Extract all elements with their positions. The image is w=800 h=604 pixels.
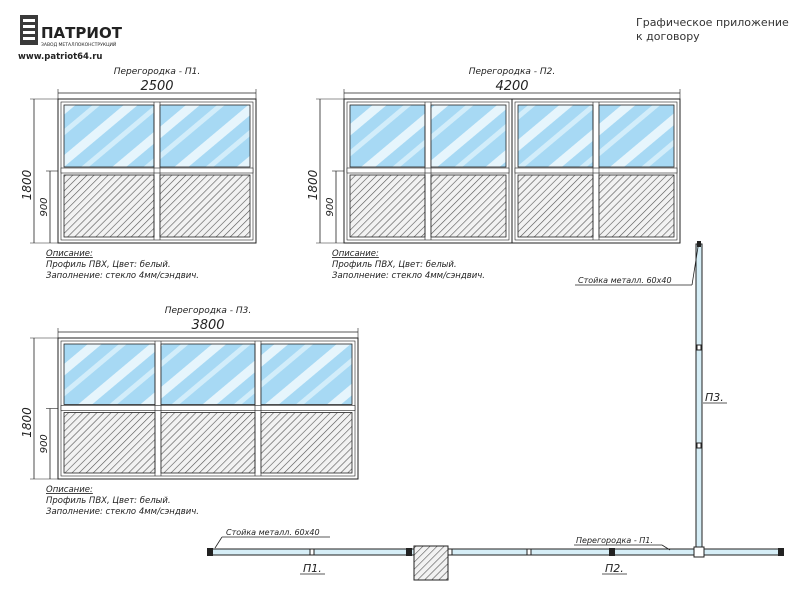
lower-height-dimension: 900 bbox=[325, 197, 336, 216]
description-line: Профиль ПВХ, Цвет: белый. bbox=[332, 260, 457, 270]
glass-pane bbox=[159, 104, 251, 168]
sandwich-panel bbox=[63, 412, 156, 474]
sandwich-panel bbox=[159, 174, 251, 238]
logo: ПАТРИОТ ЗАВОД МЕТАЛЛОКОНСТРУКЦИЙ bbox=[20, 15, 123, 48]
partition-title: Перегородка - П1. bbox=[114, 67, 201, 77]
frame-transom bbox=[346, 167, 510, 174]
glass-pane bbox=[63, 343, 156, 405]
glass-pane bbox=[430, 104, 507, 168]
p1-note: Перегородка - П1. bbox=[576, 536, 653, 545]
plan-label-p1: П1. bbox=[303, 562, 322, 575]
height-dimension: 1800 bbox=[20, 407, 34, 438]
sandwich-panel bbox=[517, 174, 594, 238]
description-line: Профиль ПВХ, Цвет: белый. bbox=[46, 260, 171, 270]
partition-p1: Перегородка - П1. 2500 1800 900Описание:Про… bbox=[20, 67, 257, 281]
lower-height-dimension: 900 bbox=[39, 197, 50, 216]
sandwich-panel bbox=[260, 412, 353, 474]
appendix-line-1: Графическое приложение bbox=[636, 16, 789, 29]
lower-height-dimension: 900 bbox=[39, 434, 50, 453]
description-title: Описание: bbox=[46, 249, 93, 259]
post-marker bbox=[696, 442, 702, 449]
appendix-line-2: к договору bbox=[636, 30, 700, 43]
logo-name: ПАТРИОТ bbox=[41, 24, 123, 42]
post-marker bbox=[696, 344, 702, 351]
glass-pane bbox=[598, 104, 675, 168]
post-label-bottom: Стойка металл. 60х40 bbox=[226, 528, 320, 537]
post-marker bbox=[447, 548, 453, 556]
description-title: Описание: bbox=[46, 485, 93, 495]
sandwich-panel bbox=[598, 174, 675, 238]
post-marker bbox=[778, 548, 784, 556]
height-dimension: 1800 bbox=[306, 169, 320, 200]
height-dimension: 1800 bbox=[20, 169, 34, 200]
plan-wall-vertical bbox=[695, 243, 703, 553]
frame-transom bbox=[60, 405, 356, 411]
glass-pane bbox=[63, 104, 155, 168]
width-dimension: 2500 bbox=[140, 79, 173, 94]
plan-label-p3: П3. bbox=[705, 391, 724, 404]
plan-column bbox=[413, 545, 449, 581]
description-line: Профиль ПВХ, Цвет: белый. bbox=[46, 496, 171, 506]
glass-pane bbox=[349, 104, 426, 168]
width-dimension: 3800 bbox=[191, 318, 224, 333]
frame-transom bbox=[60, 167, 254, 174]
glass-pane bbox=[260, 343, 353, 405]
partition-title: Перегородка - П3. bbox=[165, 306, 252, 316]
plan-label-p2: П2. bbox=[605, 562, 624, 575]
frame-transom bbox=[514, 167, 678, 174]
sandwich-panel bbox=[63, 174, 155, 238]
post-marker bbox=[697, 241, 701, 247]
description-line: Заполнение: стекло 4мм/сэндвич. bbox=[46, 507, 199, 517]
description-line: Заполнение: стекло 4мм/сэндвич. bbox=[332, 271, 485, 281]
logo-tagline: ЗАВОД МЕТАЛЛОКОНСТРУКЦИЙ bbox=[41, 41, 116, 48]
website-text: www.patriot64.ru bbox=[18, 52, 102, 62]
post-marker bbox=[609, 548, 615, 556]
glass-pane bbox=[517, 104, 594, 168]
width-dimension: 4200 bbox=[495, 79, 528, 94]
post-marker bbox=[526, 548, 532, 556]
post-marker bbox=[207, 548, 213, 556]
sandwich-panel bbox=[430, 174, 507, 238]
post-marker bbox=[693, 546, 705, 558]
plan-posts bbox=[207, 241, 784, 558]
partition-title: Перегородка - П2. bbox=[469, 67, 556, 77]
description-line: Заполнение: стекло 4мм/сэндвич. bbox=[46, 271, 199, 281]
post-marker bbox=[406, 548, 412, 556]
floor-plan: Стойка металл. 60х40 Стойка металл. 60х4… bbox=[207, 241, 784, 581]
sandwich-panel bbox=[160, 412, 256, 474]
description-title: Описание: bbox=[332, 249, 379, 259]
partition-p3: Перегородка - П3. 3800 1800 900Описание:Про… bbox=[20, 306, 359, 517]
sandwich-panel bbox=[349, 174, 426, 238]
post-label-top: Стойка металл. 60х40 bbox=[578, 276, 672, 285]
post-marker bbox=[309, 548, 315, 556]
partition-p2: Перегородка - П2. 4200 1800 900Описание:Про… bbox=[306, 67, 681, 281]
glass-pane bbox=[160, 343, 256, 405]
